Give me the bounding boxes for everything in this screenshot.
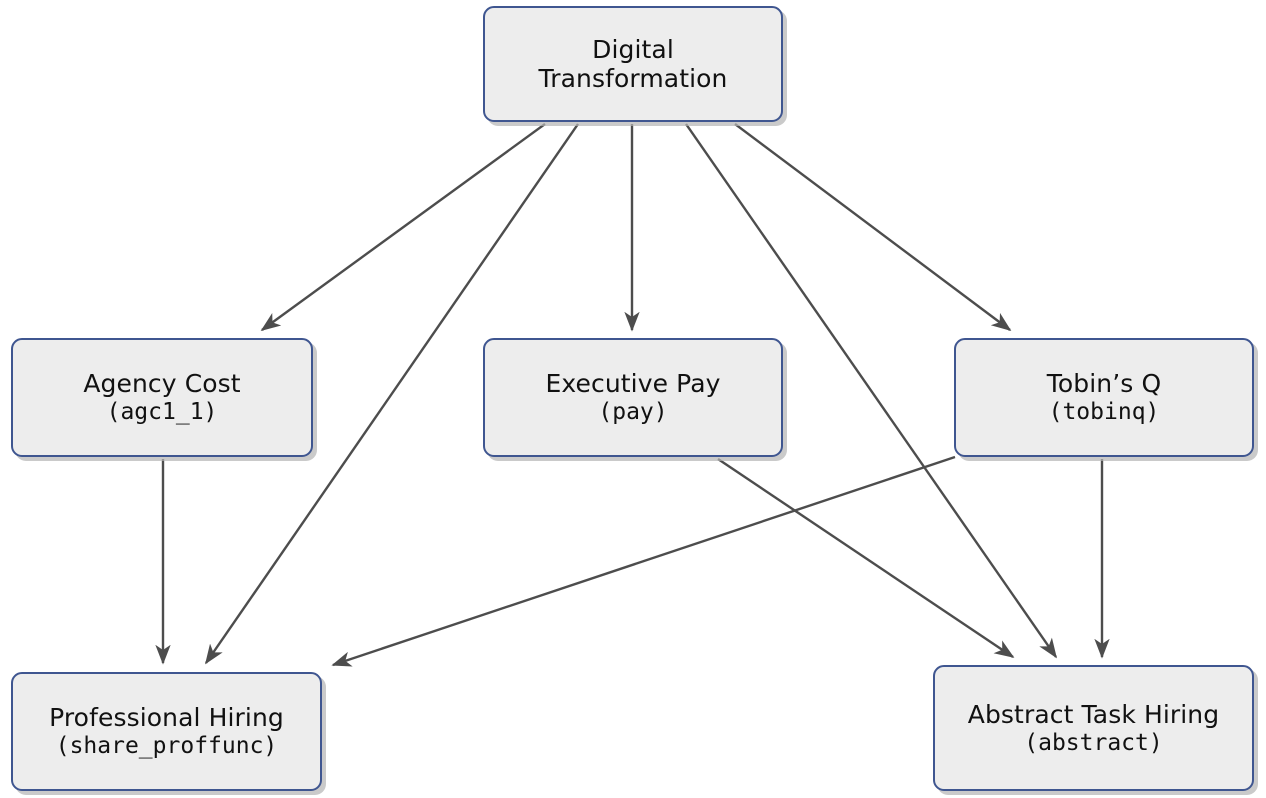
edges-group (155, 123, 1110, 667)
node-agency-cost[interactable]: Agency Cost (agc1_1) (11, 338, 313, 457)
node-professional-hiring-title: Professional Hiring (49, 703, 284, 733)
node-executive-pay-code: (pay) (598, 399, 668, 426)
node-tobins-q-code: (tobinq) (1048, 399, 1160, 426)
node-abstract-task-hiring-title: Abstract Task Hiring (967, 699, 1220, 729)
node-digital-transformation-title: Digital Transformation (538, 35, 728, 93)
edge-digital-to-abstract (685, 123, 1057, 659)
node-agency-cost-code: (agc1_1) (106, 399, 218, 426)
node-agency-cost-title: Agency Cost (83, 369, 241, 399)
node-executive-pay-title: Executive Pay (545, 369, 721, 399)
edge-digital-to-prof (205, 123, 579, 665)
edge-tobinq-to-prof (331, 455, 956, 667)
node-abstract-task-hiring[interactable]: Abstract Task Hiring (abstract) (933, 665, 1254, 791)
node-executive-pay[interactable]: Executive Pay (pay) (483, 338, 783, 457)
node-tobins-q-title: Tobin’s Q (1046, 369, 1162, 399)
node-abstract-task-hiring-code: (abstract) (1024, 729, 1163, 756)
node-professional-hiring[interactable]: Professional Hiring (share_proffunc) (11, 672, 322, 791)
node-digital-transformation[interactable]: Digital Transformation (483, 6, 783, 122)
edge-pay-to-abstract (717, 458, 1015, 658)
edge-digital-to-tobinq (734, 123, 1012, 332)
node-professional-hiring-code: (share_proffunc) (55, 733, 278, 760)
node-tobins-q[interactable]: Tobin’s Q (tobinq) (954, 338, 1254, 457)
edge-digital-to-agency (260, 123, 546, 331)
